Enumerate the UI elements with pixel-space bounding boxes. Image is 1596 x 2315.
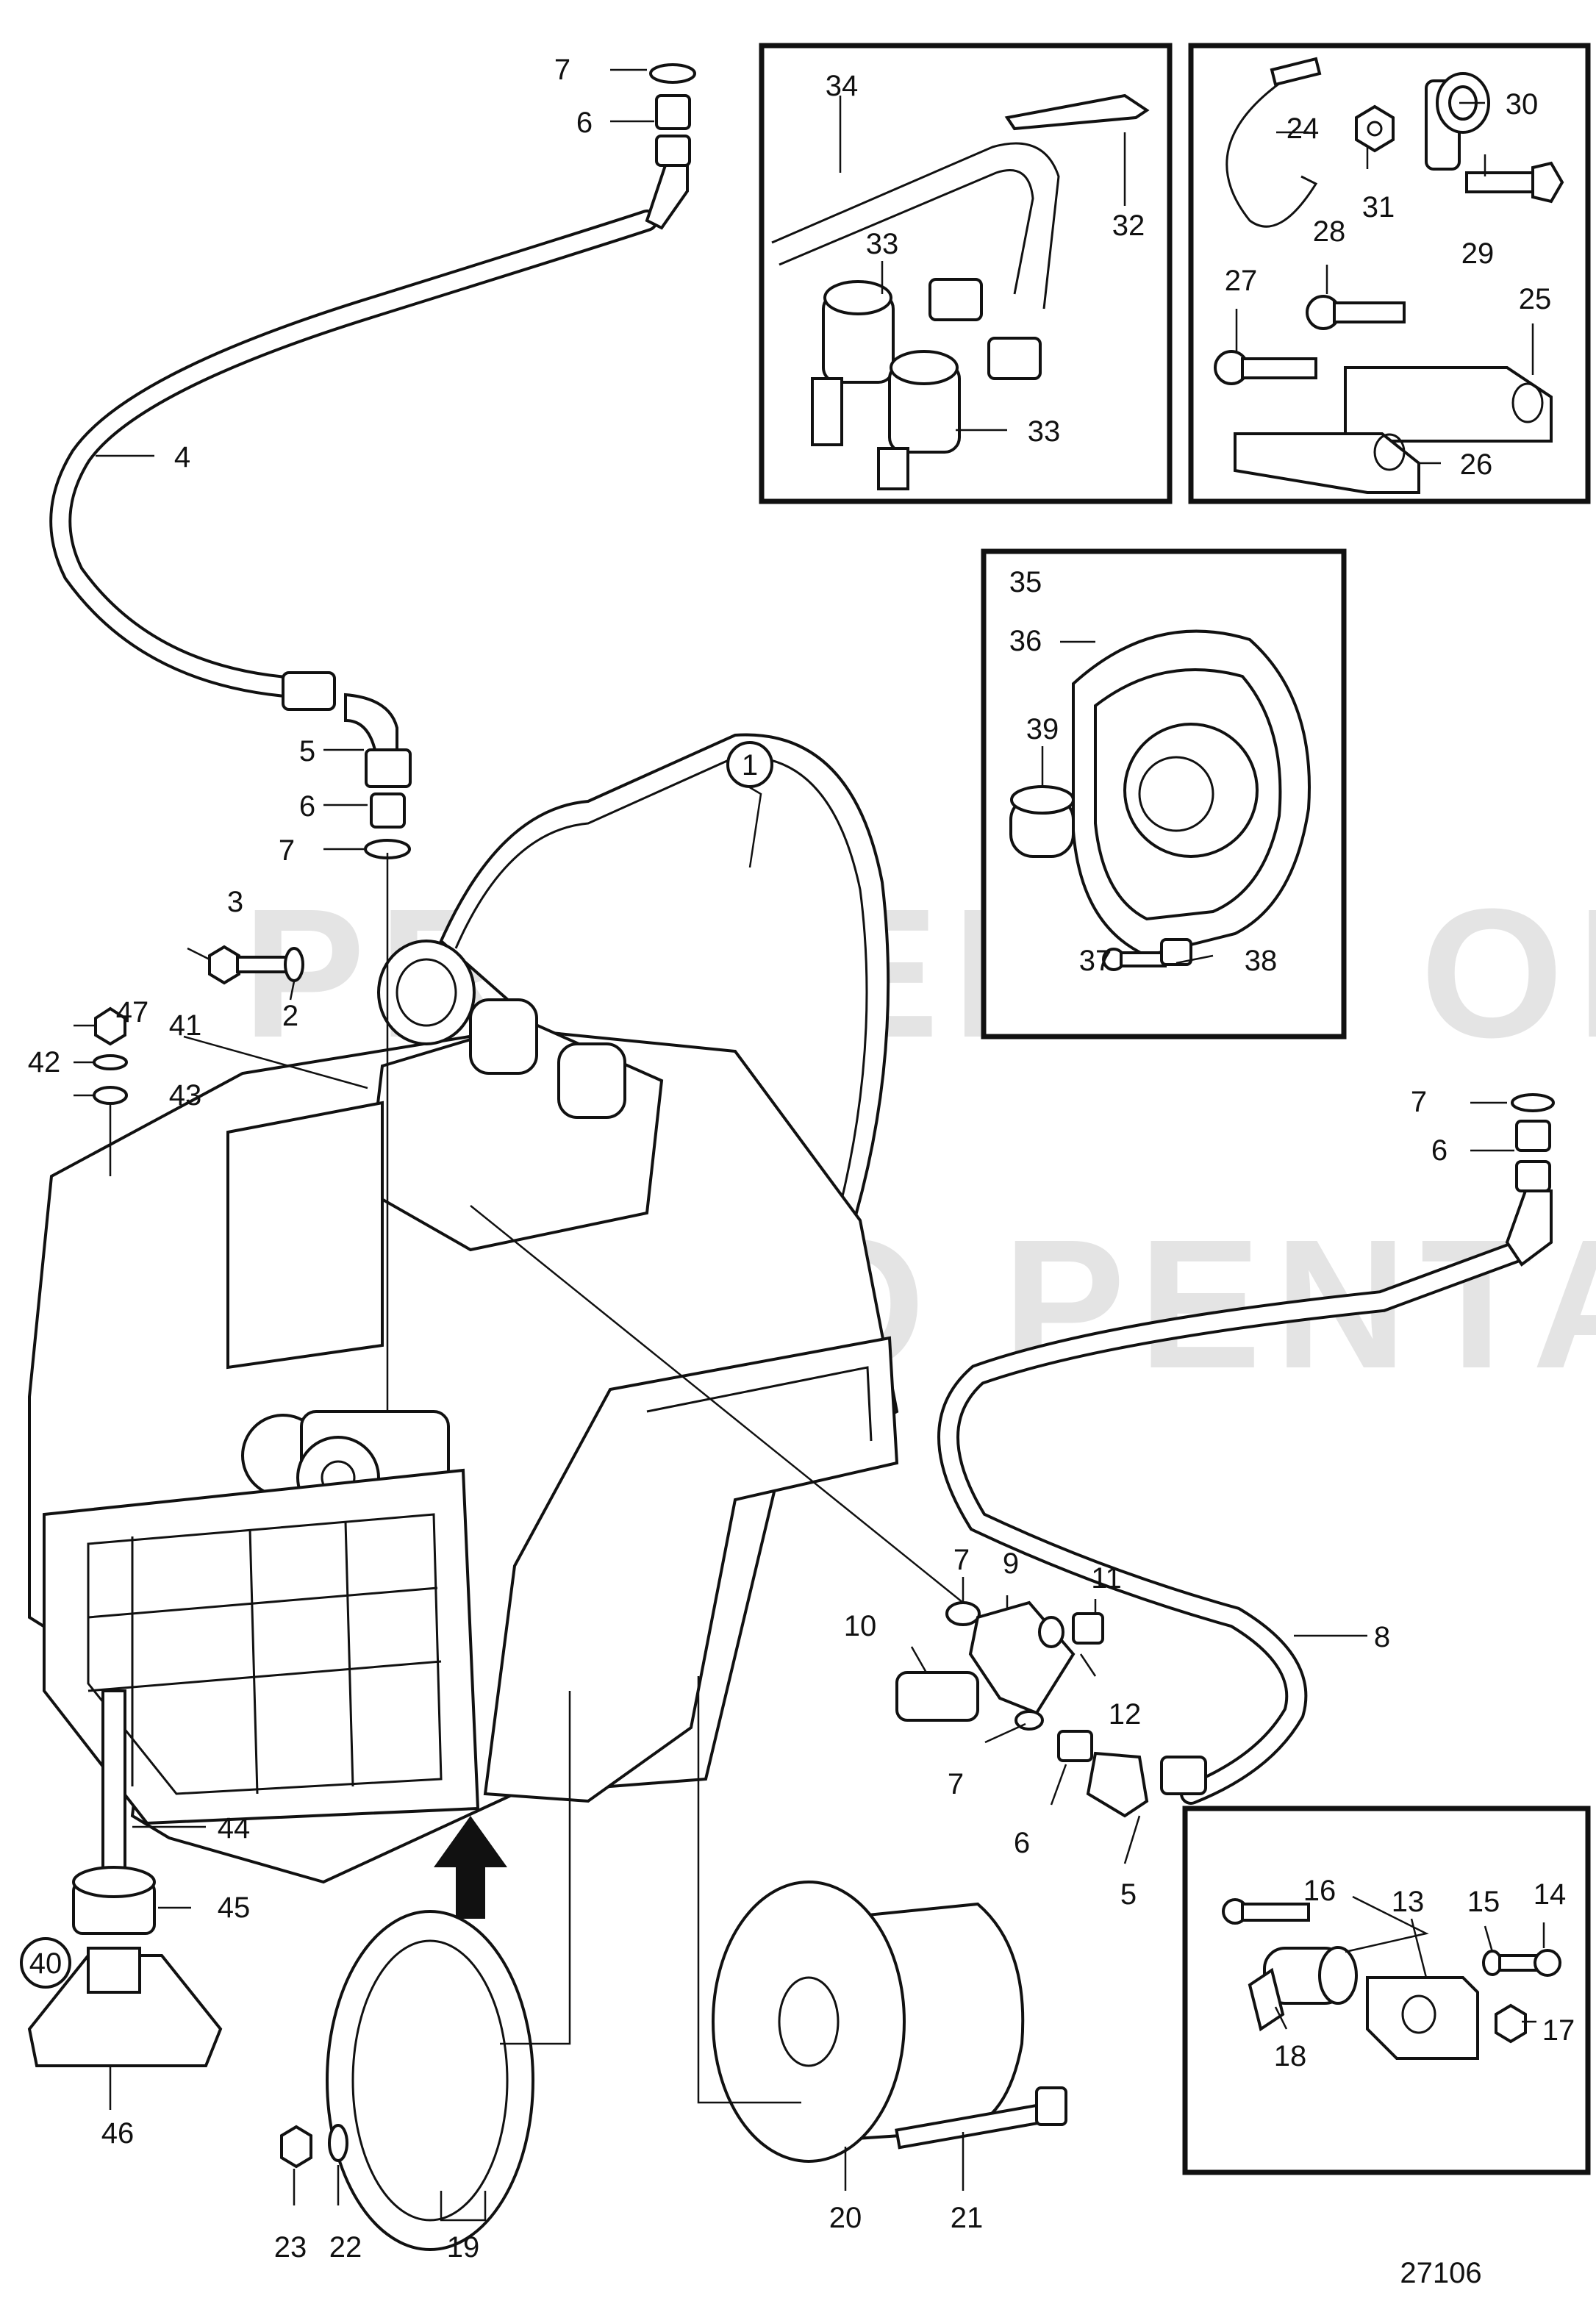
label-5-right: 5 — [1120, 1878, 1137, 1911]
label-9: 9 — [1003, 1547, 1019, 1580]
leader-lines — [74, 68, 1514, 2222]
label-25: 25 — [1519, 283, 1552, 315]
label-38: 38 — [1245, 945, 1278, 977]
label-32: 32 — [1112, 210, 1145, 242]
label-47: 47 — [116, 996, 149, 1028]
label-21: 21 — [951, 2202, 984, 2234]
hose-4 — [49, 210, 658, 698]
tone-ring-19 — [326, 1910, 534, 2251]
label-2: 2 — [282, 1000, 298, 1032]
label-15: 15 — [1467, 1886, 1500, 1918]
label-23: 23 — [274, 2231, 307, 2264]
label-18: 18 — [1274, 2040, 1307, 2072]
gearbox-assembly — [28, 733, 899, 1919]
fitting-5-6-7-left — [282, 671, 412, 859]
label-6-right: 6 — [1431, 1134, 1448, 1167]
label-4: 4 — [174, 441, 190, 473]
bracket-13-icon — [1366, 1976, 1479, 2060]
label-29: 29 — [1461, 237, 1495, 270]
label-31: 31 — [1362, 191, 1395, 223]
top-cover-icon — [226, 1101, 384, 1370]
label-7-right: 7 — [1411, 1086, 1427, 1118]
label-46: 46 — [101, 2117, 135, 2150]
label-7-tee-top: 7 — [953, 1544, 970, 1576]
label-41: 41 — [169, 1009, 202, 1042]
label-6-left: 6 — [299, 790, 315, 823]
label-45: 45 — [218, 1892, 251, 1924]
bolt-3-washer-2 — [208, 945, 304, 985]
mount-bracket-icon — [483, 1336, 899, 1803]
inset-box-sensors — [759, 43, 1173, 504]
label-1: 1 — [742, 749, 758, 781]
label-19: 19 — [447, 2231, 480, 2264]
fitting-right-group — [1505, 1093, 1555, 1267]
inset-box-brackets — [1188, 43, 1591, 504]
engine-mount-46 — [27, 1947, 223, 2067]
label-42: 42 — [28, 1046, 61, 1078]
valve-block-icon — [365, 940, 664, 1252]
side-frame-icon — [43, 1468, 480, 1825]
inset-box-speed-sensor — [1182, 1806, 1591, 2175]
sensor-33a-icon — [811, 278, 983, 446]
label-33-top: 33 — [866, 228, 899, 260]
label-7-top: 7 — [554, 54, 570, 86]
label-11: 11 — [1091, 1562, 1122, 1595]
label-6-top: 6 — [576, 107, 593, 139]
label-16: 16 — [1303, 1875, 1336, 1907]
fitting-top-group — [645, 63, 696, 230]
part-labels: 1 40 2 3 4 5 5 6 6 6 6 7 7 7 7 7 8 9 10 … — [20, 54, 1575, 2289]
label-28: 28 — [1313, 215, 1346, 248]
label-30: 30 — [1506, 88, 1539, 121]
label-33-bottom: 33 — [1028, 415, 1061, 448]
label-5-left: 5 — [299, 735, 315, 768]
label-14: 14 — [1534, 1878, 1567, 1911]
label-36: 36 — [1009, 625, 1042, 657]
speed-sensor-18-icon — [1248, 1946, 1358, 2032]
hub-icon — [1123, 723, 1259, 858]
label-7-left: 7 — [279, 834, 295, 867]
callout-circle-1 — [726, 741, 773, 788]
label-34: 34 — [826, 70, 859, 102]
label-40: 40 — [29, 1947, 62, 1980]
label-12: 12 — [1109, 1698, 1142, 1731]
label-3: 3 — [227, 886, 243, 918]
sensor-33b-icon — [877, 337, 1042, 490]
label-22: 22 — [329, 2231, 362, 2264]
gear-39-icon — [1009, 785, 1075, 858]
label-27: 27 — [1225, 265, 1258, 297]
label-20: 20 — [829, 2202, 862, 2234]
tee-fitting-group — [895, 1600, 1207, 1818]
label-39: 39 — [1026, 713, 1059, 745]
label-43: 43 — [169, 1079, 202, 1112]
label-7-tee-bottom: 7 — [948, 1768, 964, 1800]
direction-arrow-icon — [434, 1816, 507, 1919]
label-44: 44 — [218, 1812, 251, 1845]
cable-tie-icon — [1004, 93, 1150, 131]
label-10: 10 — [844, 1610, 877, 1642]
label-35: 35 — [1009, 566, 1042, 598]
label-8: 8 — [1374, 1621, 1390, 1653]
hose-8 — [937, 1239, 1533, 1805]
label-13: 13 — [1392, 1886, 1425, 1918]
label-24: 24 — [1287, 112, 1320, 145]
inset-box-flexplate — [981, 548, 1347, 1040]
label-26: 26 — [1460, 448, 1493, 481]
callout-circle-40 — [20, 1937, 71, 1989]
bolt-21 — [895, 2086, 1067, 2150]
diagram-id: 27106 — [1400, 2257, 1481, 2289]
label-37: 37 — [1079, 945, 1112, 977]
label-6-tee: 6 — [1014, 1827, 1030, 1859]
nut-45 — [72, 1866, 156, 1935]
label-17: 17 — [1542, 2014, 1575, 2047]
nut-23-washer-22 — [280, 2124, 348, 2169]
